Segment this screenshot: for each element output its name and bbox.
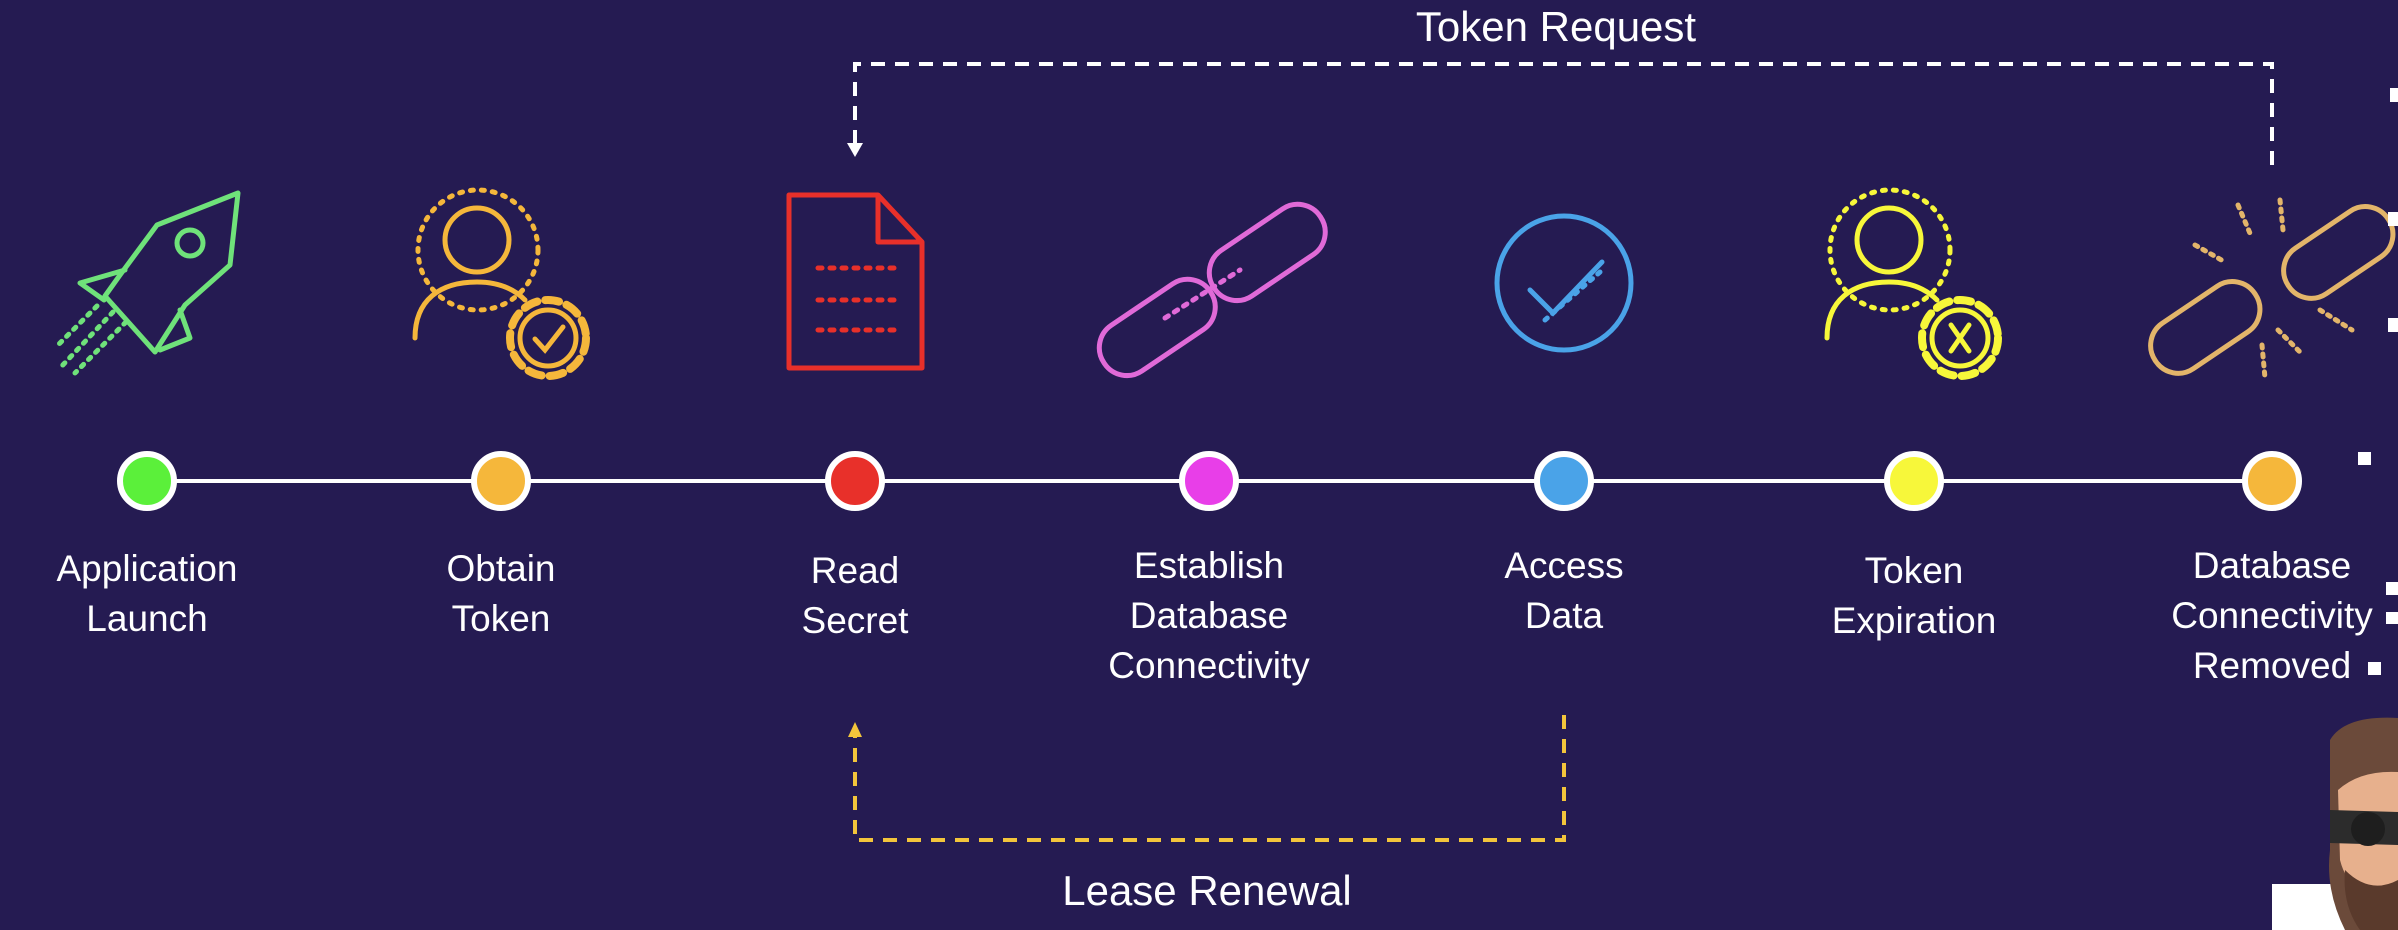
check-circle-icon <box>1494 213 1634 353</box>
edge-markers <box>2358 88 2398 675</box>
user-gear-check-icon <box>412 187 590 380</box>
timeline-dot <box>1179 451 1239 511</box>
chain-link-icon <box>1096 201 1328 379</box>
token-request-loop <box>847 62 2274 165</box>
document-icon <box>786 192 925 371</box>
lease-renewal-label: Lease Renewal <box>1062 867 1352 914</box>
broken-link-icon <box>2148 197 2396 381</box>
timeline-dot <box>1534 451 1594 511</box>
lease-renewal-loop <box>848 715 1566 842</box>
timeline-dot <box>117 451 177 511</box>
timeline-dots <box>117 451 2302 511</box>
user-gear-x-icon <box>1824 187 2002 380</box>
token-request-label: Token Request <box>1415 3 1697 50</box>
rocket-icon <box>52 190 241 376</box>
timeline-dot <box>825 451 885 511</box>
avatar <box>2272 717 2398 930</box>
timeline-dot <box>471 451 531 511</box>
arrow-head-icon <box>848 722 862 737</box>
timeline-dot <box>1884 451 1944 511</box>
arrow-head-icon <box>847 143 863 157</box>
timeline-dot <box>2242 451 2302 511</box>
